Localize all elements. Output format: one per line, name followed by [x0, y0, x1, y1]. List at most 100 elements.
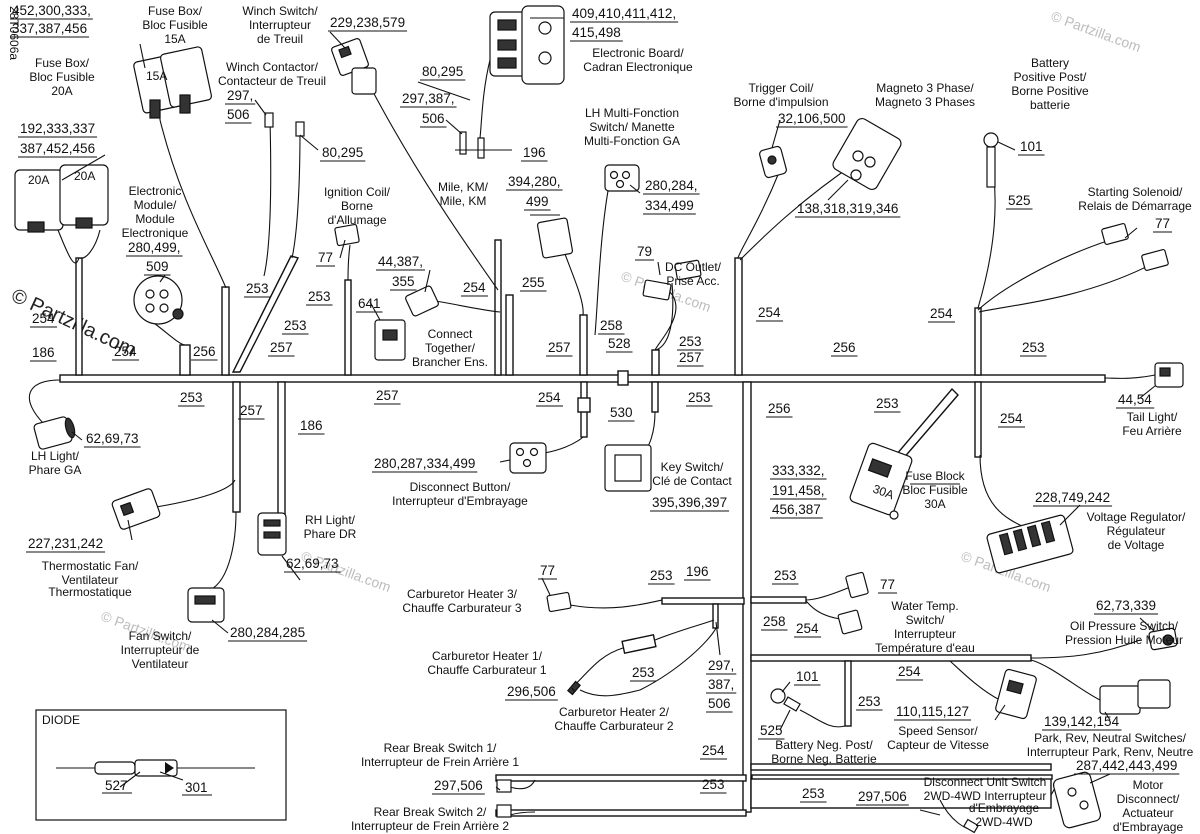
component-label-key-l2: Clé de Contact [652, 474, 732, 488]
part-number-fb30-parts-l2: 191,458, [772, 483, 825, 498]
component-label-rb2-l2: Interrupteur de Frein Arrière 2 [351, 819, 509, 833]
part-number-batt-part-b: 525 [1008, 193, 1031, 208]
part-number-wt254: 254 [796, 621, 819, 636]
component-label-mile-l1: Mile, KM/ [438, 180, 489, 194]
component-label-ct-l1: Connect [428, 327, 473, 341]
component-label-disc-l2: Interrupteur d'Embrayage [392, 494, 528, 508]
part-number-motor-parts: 287,442,443,499 [1076, 758, 1177, 773]
component-label-start-l1: Starting Solenoid/ [1088, 185, 1183, 199]
part-number-fuse15-parts-l1: 452,300,333, [12, 3, 91, 18]
part-number-h253d: 253 [180, 390, 203, 405]
part-number-fuse15-parts-l2: 337,387,456 [12, 21, 87, 36]
part-number-ct-part-b: 641 [358, 296, 381, 311]
part-number-h254e: 254 [758, 305, 781, 320]
part-number-thermo-parts: 227,231,242 [28, 536, 103, 551]
part-number-prn-parts: 139,142,154 [1044, 714, 1120, 729]
ignition-coil-connector-icon [334, 223, 360, 247]
component-label-thermo-l3: Thermostatique [48, 585, 132, 599]
starting-solenoid-connector-icon [1101, 223, 1169, 271]
connect-together-icon [374, 285, 439, 361]
part-number-h186b: 186 [300, 418, 323, 433]
electronic-board-icon [489, 5, 565, 85]
tail-light-connector-icon [1154, 362, 1184, 388]
component-label-fb30-l3: 30A [924, 497, 945, 511]
component-label-ct-l2: Together/ [425, 341, 476, 355]
component-label-du-l4: 2WD-4WD [975, 815, 1033, 829]
key-switch-icon [604, 444, 652, 492]
component-label-fansw-l2: Interrupteur de [121, 643, 200, 657]
component-label-rb1-l2: Interrupteur de Frein Arrière 1 [361, 755, 519, 769]
fan-switch-connector-icon [187, 587, 225, 623]
component-label-winch-sw-l2: Interrupteur [249, 18, 311, 32]
part-number-h254c: 254 [463, 280, 486, 295]
diode-part-527: 527 [105, 778, 128, 793]
part-number-h530: 530 [610, 405, 633, 420]
component-label-winch-sw-l3: de Treuil [257, 32, 303, 46]
part-number-cb253a: 253 [650, 568, 673, 583]
component-label-thermo-l2: Ventilateur [62, 573, 119, 587]
component-label-ch1-l1: Carburetor Heater 1/ [432, 649, 543, 663]
component-label-bn-l1: Battery Neg. Post/ [775, 738, 873, 752]
component-label-start-l2: Relais de Démarrage [1078, 199, 1192, 213]
component-label-fb30-l1: Fuse Block [905, 469, 965, 483]
component-label-fb30-l2: Bloc Fusible [902, 483, 968, 497]
part-number-winch-ct-parts-b: 80,295 [322, 145, 363, 160]
component-label-motor-l2: Disconnect/ [1117, 792, 1180, 806]
part-number-batt-part: 101 [1020, 139, 1043, 154]
part-number-spd-parts: 110,115,127 [896, 704, 969, 719]
carb-heater-1-terminal-icon [566, 680, 582, 696]
rh-light-connector-icon [257, 512, 287, 556]
part-number-ign-part: 77 [318, 250, 333, 265]
svg-text:20A: 20A [28, 173, 49, 187]
part-number-cb-parts-l1: 297, [708, 658, 734, 673]
component-label-du-l2: 2WD-4WD Interrupteur [924, 789, 1047, 803]
component-label-wt-l3: Interrupteur [894, 627, 956, 641]
part-number-dc-part: 79 [637, 244, 652, 259]
component-label-lh-l2: Phare GA [29, 463, 82, 477]
component-label-fuse15-name-l2: Bloc Fusible [142, 18, 208, 32]
component-label-emod-l3: Module [135, 212, 175, 226]
part-number-h253c: 253 [308, 289, 331, 304]
component-label-op-l2: Pression Huile Moteur [1065, 633, 1183, 647]
component-label-rb1-l1: Rear Break Switch 1/ [384, 741, 497, 755]
component-label-mag-l1: Magneto 3 Phase/ [876, 81, 974, 95]
part-number-du253: 253 [802, 786, 825, 801]
part-number-h253a: 253 [246, 281, 269, 296]
part-number-h256b: 256 [768, 401, 791, 416]
part-number-h254b: 254 [114, 344, 137, 359]
part-number-bn-part-b: 525 [760, 723, 783, 738]
component-label-trig-l1: Trigger Coil/ [749, 81, 815, 95]
component-label-dc-l1: DC Outlet/ [665, 260, 722, 274]
water-temp-connector-icon [837, 571, 869, 635]
component-label-tail-l2: Feu Arrière [1122, 424, 1182, 438]
component-label-vreg-l1: Voltage Regulator/ [1087, 510, 1186, 524]
part-number-tail-parts: 44,54 [1118, 392, 1152, 407]
part-number-winch-ct-parts-l2: 506 [227, 107, 250, 122]
part-number-h256c: 256 [833, 340, 856, 355]
lh-light-connector-icon [33, 416, 76, 450]
component-label-lhmf-l3: Multi-Fonction GA [584, 134, 680, 148]
part-number-mile-parts-c: 196 [523, 145, 546, 160]
trigger-coil-icon [759, 145, 787, 179]
component-label-fuse15-name-l1: Fuse Box/ [148, 4, 203, 18]
voltage-regulator-icon [986, 514, 1074, 574]
component-label-thermo-l1: Thermostatic Fan/ [42, 559, 139, 573]
part-number-start-part: 77 [1155, 216, 1170, 231]
component-label-ch2-l2: Chauffe Carburateur 2 [554, 719, 674, 733]
component-label-ch3-l1: Carburetor Heater 3/ [407, 587, 518, 601]
part-number-rb-h254: 254 [702, 743, 725, 758]
part-number-ch3-part: 77 [540, 563, 555, 578]
part-number-h254d: 254 [538, 390, 561, 405]
component-label-mag-l2: Magneto 3 Phases [875, 95, 975, 109]
winch-contactor-terminal-icon [295, 121, 305, 137]
part-number-h528: 528 [608, 336, 631, 351]
component-label-fuse15-name-l3: 15A [164, 32, 185, 46]
part-number-fb30-parts-l3: 456,387 [772, 502, 821, 517]
connector-icons: 15A 20A 20A [14, 5, 1184, 834]
diode-part-301: 301 [185, 780, 208, 795]
component-label-disc-l1: Disconnect Button/ [410, 480, 511, 494]
part-number-rh-parts: 62,69,73 [286, 556, 339, 571]
part-number-cb253b: 253 [632, 665, 655, 680]
part-number-winch-ct-parts-l1: 297, [227, 88, 253, 103]
part-number-h256a: 256 [193, 344, 216, 359]
